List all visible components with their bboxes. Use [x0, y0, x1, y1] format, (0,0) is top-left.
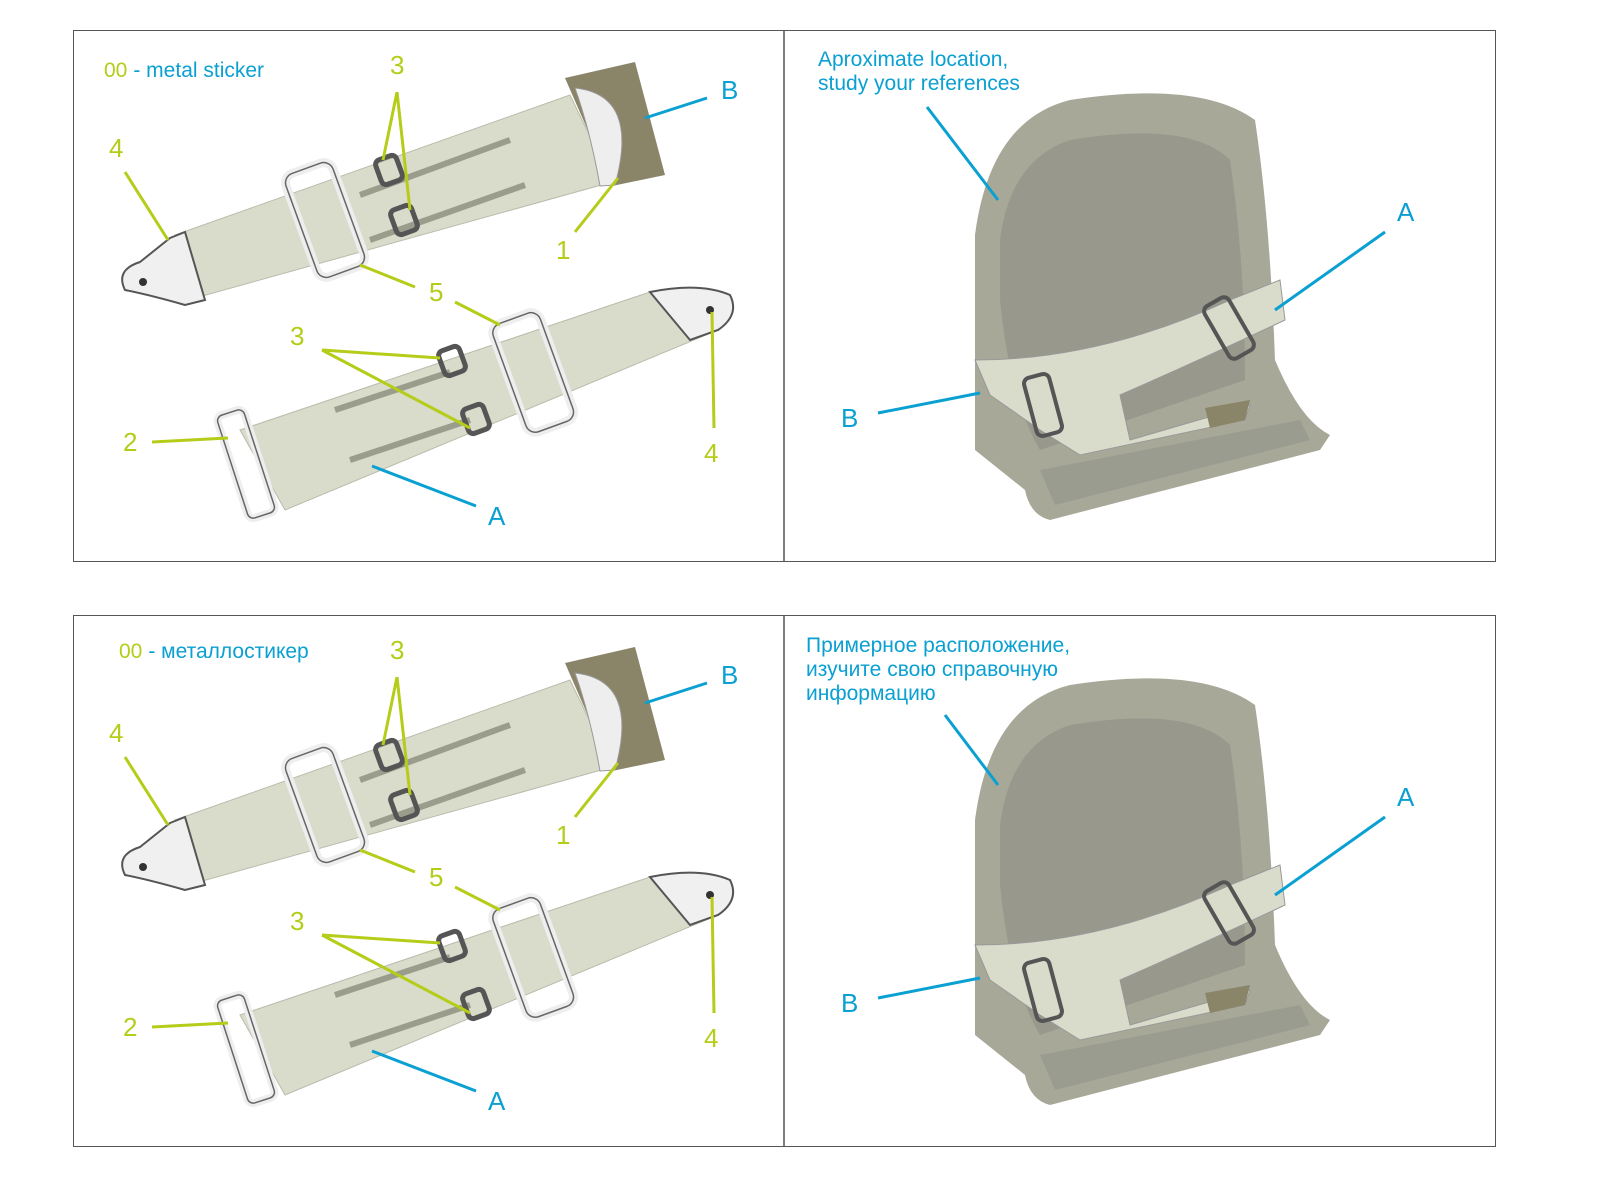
label-4: 4: [704, 438, 718, 468]
leader-b: [644, 681, 708, 705]
leader-3: [321, 348, 471, 430]
label-4: 4: [109, 718, 123, 748]
label-1: 1: [556, 820, 570, 850]
leader-3: [321, 348, 441, 360]
instruction-panel-english: 00 - metal sticker 3 4 B 1 5 3 2 4 A Apro…: [73, 30, 1496, 562]
leader-2: [151, 436, 229, 444]
anchor-4: [121, 815, 207, 892]
label-3: 3: [290, 321, 304, 351]
legend: 00 - metal sticker: [104, 59, 264, 82]
leader-5: [454, 885, 501, 912]
label-5: 5: [429, 862, 443, 892]
label-a: A: [488, 501, 506, 531]
loop-3: [436, 928, 468, 964]
loop-3: [388, 787, 420, 823]
upper-strap: [121, 62, 665, 307]
caption-line: Примерное расположение,: [806, 634, 1070, 657]
label-a: A: [1397, 197, 1415, 227]
seat-belt: [974, 864, 1286, 1041]
leader-b: [877, 391, 981, 415]
label-1: 1: [556, 235, 570, 265]
loop-3: [436, 343, 468, 379]
leader-1: [573, 762, 620, 818]
label-3: 3: [390, 50, 404, 80]
leader-5: [359, 848, 416, 874]
label-3: 3: [390, 635, 404, 665]
label-a: A: [1397, 782, 1415, 812]
leader-a: [371, 464, 477, 508]
label-4: 4: [704, 1023, 718, 1053]
label-2: 2: [123, 427, 137, 457]
leader-location: [925, 106, 1000, 201]
lower-strap: [213, 286, 734, 523]
upper-strap: [121, 647, 665, 892]
leader-b: [644, 96, 708, 120]
leader-3: [321, 933, 441, 945]
caption-line: Aproximate location,: [818, 48, 1008, 71]
leader-5: [454, 300, 501, 327]
legend-code: 00: [104, 59, 127, 82]
seat-illustration: [974, 93, 1330, 520]
diagram-canvas: 00 - металлостикер 3 4 B 1 5 3 2 4 A Прим…: [109, 615, 1415, 1147]
label-b: B: [841, 403, 858, 433]
location-caption: Примерное расположение,изучите свою спра…: [806, 634, 1070, 705]
leader-4: [710, 311, 716, 429]
legend-code: 00: [119, 640, 142, 663]
label-b: B: [721, 75, 738, 105]
leader-a: [1274, 230, 1386, 312]
leader-3: [381, 676, 399, 746]
label-b: B: [721, 660, 738, 690]
metal-end-cap: [574, 87, 623, 187]
legend: 00 - металлостикер: [119, 640, 309, 663]
loop-3: [460, 401, 492, 437]
instruction-panel-russian: 00 - металлостикер 3 4 B 1 5 3 2 4 A Прим…: [73, 615, 1496, 1147]
leader-5: [359, 263, 416, 289]
leader-3: [395, 676, 412, 796]
leader-3: [395, 91, 412, 211]
legend-text: - металлостикер: [148, 640, 308, 663]
label-a: A: [488, 1086, 506, 1116]
leader-b: [877, 976, 981, 1000]
location-caption: Aproximate location,study your reference…: [818, 48, 1020, 95]
leader-4: [123, 756, 170, 826]
label-3: 3: [290, 906, 304, 936]
anchor-4: [121, 230, 207, 307]
leader-1: [573, 177, 620, 233]
legend-text: - metal sticker: [133, 59, 264, 82]
diagram-canvas: 00 - metal sticker 3 4 B 1 5 3 2 4 A Apro…: [104, 30, 1415, 562]
loop-3: [388, 202, 420, 238]
label-5: 5: [429, 277, 443, 307]
label-b: B: [841, 988, 858, 1018]
leader-a: [1274, 815, 1386, 897]
leader-2: [151, 1021, 229, 1029]
label-4: 4: [109, 133, 123, 163]
leader-4: [710, 896, 716, 1014]
seat-belt: [974, 279, 1286, 456]
label-2: 2: [123, 1012, 137, 1042]
leader-a: [371, 1049, 477, 1093]
leader-location: [943, 714, 1000, 786]
caption-line: изучите свою справочную: [806, 658, 1058, 681]
metal-end-cap: [574, 672, 623, 772]
caption-line: study your references: [818, 72, 1020, 95]
leader-4: [123, 171, 170, 241]
seat-illustration: [974, 678, 1330, 1105]
caption-line: информацию: [806, 682, 936, 705]
loop-3: [460, 986, 492, 1022]
leader-3: [321, 933, 471, 1015]
leader-3: [381, 91, 399, 161]
